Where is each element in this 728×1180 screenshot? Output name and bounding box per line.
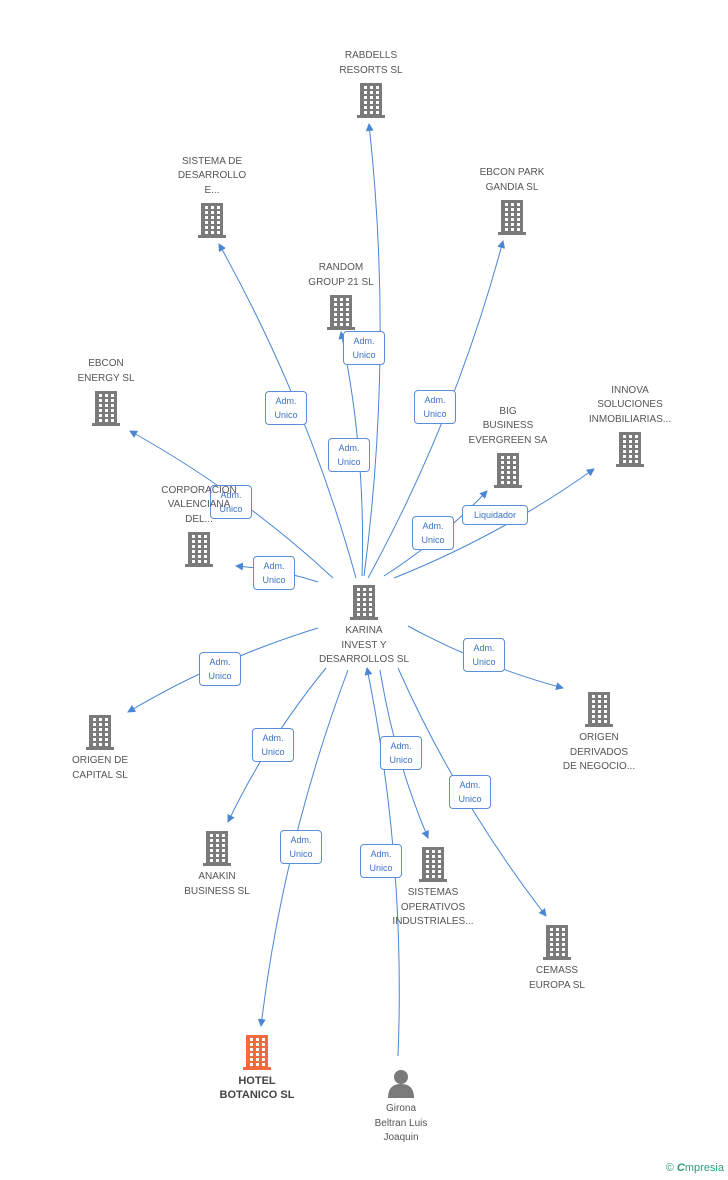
node-anakin[interactable]: ANAKIN BUSINESS SL [157, 830, 277, 899]
building-icon-highlight [243, 1035, 271, 1070]
node-label: CEMASS EUROPA SL [529, 965, 585, 991]
building-icon [616, 432, 644, 467]
node-sistema-desarrollo[interactable]: SISTEMA DE DESARROLLO E... [152, 155, 272, 238]
node-sistemas-op[interactable]: SISTEMAS OPERATIVOS INDUSTRIALES... [373, 846, 493, 930]
node-label: ANAKIN BUSINESS SL [184, 871, 250, 897]
building-icon [419, 847, 447, 882]
node-innova[interactable]: INNOVA SOLUCIONES INMOBILIARIAS... [570, 384, 690, 467]
building-icon [585, 692, 613, 727]
node-center[interactable]: KARINA INVEST Y DESARROLLOS SL [304, 584, 424, 668]
building-icon [92, 391, 120, 426]
node-corporacion[interactable]: CORPORACION VALENCIANA DEL... [139, 484, 259, 567]
node-label: INNOVA SOLUCIONES INMOBILIARIAS... [588, 384, 672, 425]
node-hotel[interactable]: HOTEL BOTANICO SL [197, 1034, 317, 1102]
node-big[interactable]: BIG BUSINESS EVERGREEN SA [448, 405, 568, 488]
building-icon [494, 453, 522, 488]
node-ebcon-energy[interactable]: EBCON ENERGY SL [46, 357, 166, 426]
node-label: KARINA INVEST Y DESARROLLOS SL [318, 625, 410, 665]
footer-brand: © Cmpresia [666, 1162, 724, 1174]
node-label: RANDOM GROUP 21 SL [308, 262, 374, 288]
edge-label-anakin[interactable]: Adm. Unico [252, 728, 294, 762]
edge-label-ebcon_park[interactable]: Adm. Unico [414, 390, 456, 424]
edge-label-corporacion[interactable]: Adm. Unico [253, 556, 295, 590]
node-origen-derivados[interactable]: ORIGEN DERIVADOS DE NEGOCIO... [539, 691, 659, 775]
node-label: ORIGEN DE CAPITAL SL [71, 755, 129, 781]
building-icon [327, 295, 355, 330]
edge-label-girona[interactable]: Adm. Unico [360, 844, 402, 878]
node-label: ORIGEN DERIVADOS DE NEGOCIO... [562, 732, 636, 772]
node-label: SISTEMAS OPERATIVOS INDUSTRIALES... [392, 887, 474, 927]
node-label: CORPORACION VALENCIANA DEL... [161, 484, 237, 525]
edge-label-origen_derivados[interactable]: Adm. Unico [463, 638, 505, 672]
node-label: RABDELLS RESORTS SL [339, 50, 403, 76]
node-label: EBCON ENERGY SL [77, 358, 135, 384]
node-label: Girona Beltran Luis Joaquin [374, 1103, 428, 1143]
building-icon [357, 83, 385, 118]
edge-label-random[interactable]: Adm. Unico [328, 438, 370, 472]
edge-label-cemass[interactable]: Adm. Unico [449, 775, 491, 809]
node-random[interactable]: RANDOM GROUP 21 SL [281, 261, 401, 330]
edge-label-rabdells[interactable]: Adm. Unico [343, 331, 385, 365]
node-girona[interactable]: Girona Beltran Luis Joaquin [341, 1068, 461, 1146]
node-ebcon-park[interactable]: EBCON PARK GANDIA SL [452, 166, 572, 235]
building-icon [185, 532, 213, 567]
edge-line-innova [393, 468, 595, 579]
node-origen-capital[interactable]: ORIGEN DE CAPITAL SL [40, 714, 160, 783]
node-cemass[interactable]: CEMASS EUROPA SL [497, 924, 617, 993]
node-label: EBCON PARK GANDIA SL [479, 167, 545, 193]
edge-label-sistema_desarrollo[interactable]: Adm. Unico [265, 391, 307, 425]
node-label: SISTEMA DE DESARROLLO E... [177, 155, 247, 196]
node-label: HOTEL BOTANICO SL [219, 1075, 295, 1101]
edge-label-sistemas_op[interactable]: Adm. Unico [380, 736, 422, 770]
building-icon [198, 203, 226, 238]
brand-logo-text: mpresia [684, 1162, 724, 1174]
building-icon [498, 200, 526, 235]
person-icon [388, 1070, 414, 1098]
edge-label-hotel[interactable]: Adm. Unico [280, 830, 322, 864]
edge-label-innova[interactable]: Liquidador [462, 505, 528, 525]
edge-label-big[interactable]: Adm. Unico [412, 516, 454, 550]
building-icon [543, 925, 571, 960]
building-icon [350, 585, 378, 620]
brand-logo-initial: C [676, 1162, 685, 1174]
building-icon [203, 831, 231, 866]
edge-label-ebcon_energy[interactable]: Adm. Unico [210, 485, 252, 519]
building-icon [86, 715, 114, 750]
copyright-symbol: © [665, 1162, 674, 1174]
node-label: BIG BUSINESS EVERGREEN SA [468, 405, 548, 446]
edge-label-origen_capital[interactable]: Adm. Unico [199, 652, 241, 686]
node-rabdells[interactable]: RABDELLS RESORTS SL [311, 49, 431, 118]
